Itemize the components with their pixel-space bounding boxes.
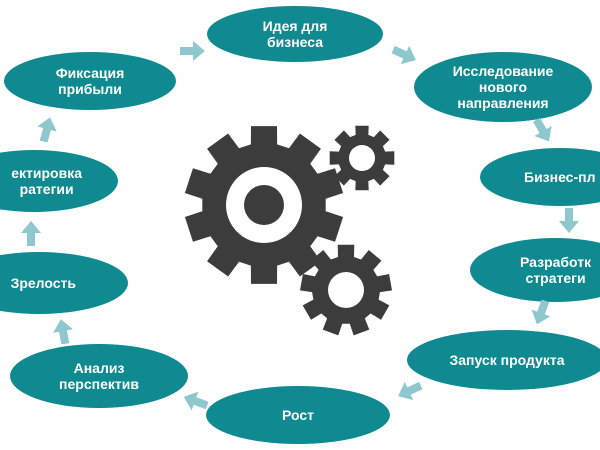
step-label: прибыли: [58, 81, 122, 97]
step-product-launch: Запуск продукта: [407, 330, 600, 390]
arrow-icon: [559, 208, 579, 233]
step-label: Зрелость: [10, 274, 76, 291]
step-growth: Рост: [206, 386, 390, 444]
arrow-icon: [183, 391, 208, 411]
step-label: Анализ: [73, 359, 125, 376]
step-label: Бизнес-пл: [524, 168, 596, 185]
medium-gear-bottom-hole: [328, 272, 364, 308]
step-business-plan: Бизнес-пл: [480, 148, 600, 206]
step-label: ектировка: [11, 164, 82, 181]
step-label: Запуск продукта: [449, 351, 565, 368]
arrow-icon: [53, 319, 73, 344]
medium-gear-bottom-icon: [300, 244, 392, 336]
arrow-icon: [531, 300, 551, 325]
step-label: нового: [478, 78, 528, 95]
arrow-icon: [37, 117, 57, 142]
arrow-icon: [392, 45, 416, 65]
small-gear-top-icon: [329, 125, 395, 191]
step-label: направления: [457, 95, 549, 112]
step-label: Рост: [282, 406, 314, 423]
step-label: стратеги: [525, 270, 586, 286]
step-label: перспектив: [59, 376, 139, 392]
step-label: Фиксация: [55, 64, 125, 81]
step-label: Исследование: [452, 62, 554, 79]
arrow-icon: [180, 41, 205, 61]
step-label: бизнеса: [266, 34, 323, 50]
arrow-icon: [398, 381, 422, 401]
large-gear-hub: [244, 185, 284, 225]
arrow-icon: [21, 221, 41, 246]
step-label: Разработк: [520, 253, 592, 270]
small-gear-top-hole: [349, 145, 375, 171]
arrow-icon: [533, 118, 552, 142]
step-label: Идея для: [262, 17, 328, 34]
large-gear-icon: [184, 126, 344, 284]
step-label: ратегии: [19, 181, 74, 197]
